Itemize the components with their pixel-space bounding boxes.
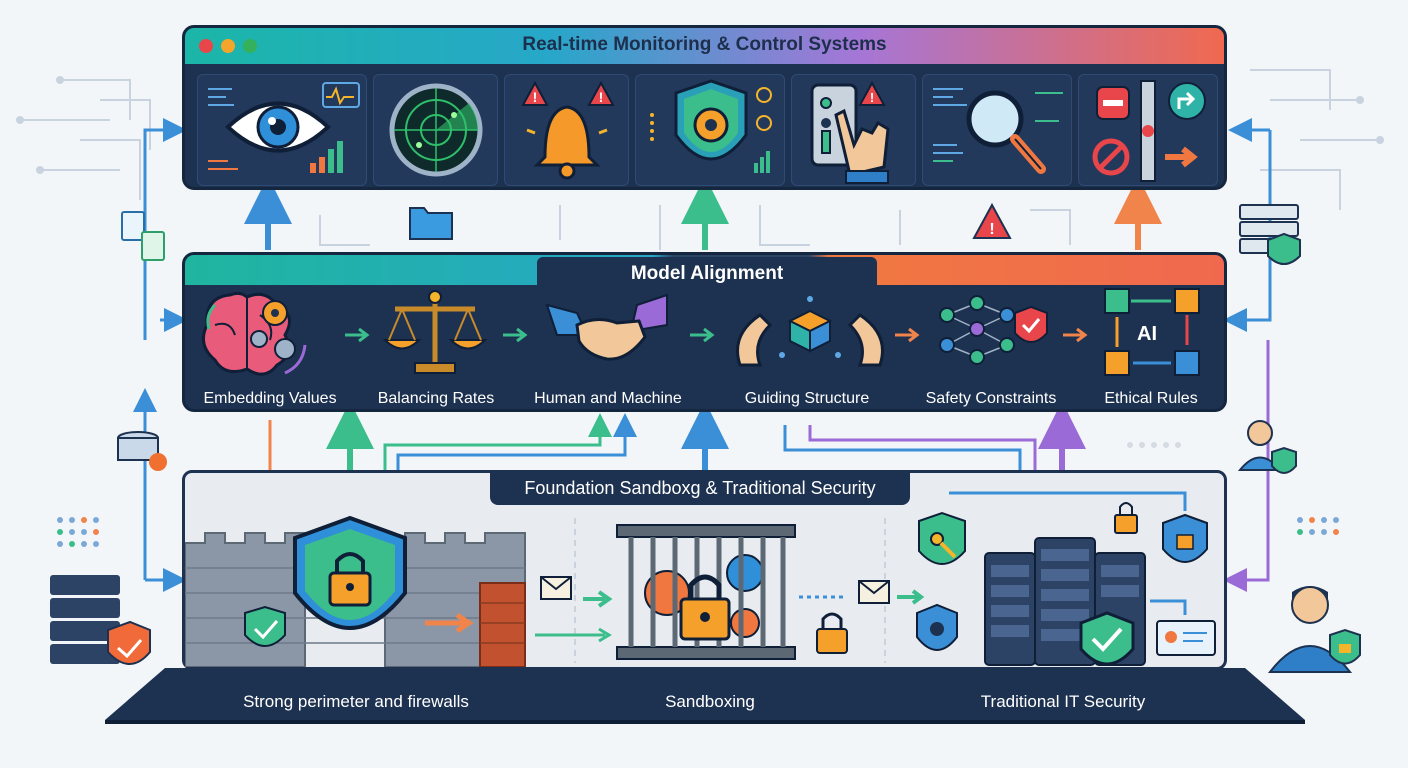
alignment-label-ethical-rules: Ethical Rules [1104, 390, 1198, 407]
tile-shield-gear [635, 74, 785, 186]
server-stack-icon-right [1239, 204, 1301, 265]
alignment-icons-row [201, 288, 1200, 376]
alignment-title: Model Alignment [630, 263, 784, 284]
alignment-label-safety-constraints: Safety Constraints [925, 390, 1057, 407]
cage-lock-icon [616, 524, 796, 660]
scales-icon [382, 290, 488, 374]
castle-wall-shield-icon [185, 515, 526, 667]
handshake-icon [545, 293, 668, 361]
tile-radar [373, 74, 498, 186]
database-icon [117, 431, 167, 471]
label-traditional-it-security: Traditional IT Security [980, 692, 1146, 711]
warning-icon: ! [972, 202, 1012, 239]
alignment-label-human-and-machine: Human and Machine [534, 390, 682, 407]
envelope-icon [535, 576, 613, 643]
alignment-label-guiding-structure: Guiding Structure [744, 390, 870, 407]
alignment-title-tab: Model Alignment [537, 257, 877, 287]
foundation-title: Foundation Sandboxg & Traditional Securi… [524, 478, 876, 498]
radar-icon [389, 83, 483, 177]
foundation-illustration [185, 491, 1216, 667]
foundation-security-panel: Foundation Sandboxg & Traditional Securi… [182, 470, 1227, 670]
window-dot-yellow[interactable] [221, 39, 235, 53]
hand-switch-icon: ! [810, 80, 890, 184]
alignment-label-balancing-rates: Balancing Rates [377, 390, 495, 407]
eye-icon [208, 82, 360, 173]
tile-control-signs [1078, 74, 1218, 186]
tile-hand-switch: ! [791, 74, 916, 186]
alert-bell-icon: ! ! [521, 80, 615, 180]
svg-text:!: ! [989, 221, 994, 238]
tile-eye-monitor [197, 74, 367, 186]
user-shield-icon [1237, 420, 1297, 474]
monitoring-title: Real-time Monitoring & Control Systems [522, 34, 887, 55]
svg-text:!: ! [533, 89, 538, 105]
document-icon [121, 211, 165, 261]
label-strong-perimeter: Strong perimeter and firewalls [243, 692, 469, 711]
monitoring-titlebar: Real-time Monitoring & Control Systems [185, 28, 1224, 64]
ai-flow-icon [1104, 288, 1200, 376]
person-avatar-icon [1267, 586, 1361, 673]
window-dot-green[interactable] [243, 39, 257, 53]
control-signs-icon [1092, 80, 1206, 182]
window-dot-red[interactable] [199, 39, 213, 53]
alignment-label-embedding-values: Embedding Values [203, 390, 337, 407]
magnifier-icon [933, 88, 1063, 174]
foundation-title-pill: Foundation Sandboxg & Traditional Securi… [490, 471, 910, 505]
hands-cube-icon [736, 296, 884, 367]
lock-icon-orange [816, 612, 848, 654]
server-shield-icon-left [50, 575, 151, 665]
platform-base [105, 668, 1305, 724]
envelope-icon-2 [858, 580, 890, 604]
ai-text-label: AI [1137, 323, 1157, 345]
svg-text:!: ! [870, 90, 874, 105]
tile-magnifier [922, 74, 1072, 186]
folder-icon [409, 207, 453, 240]
monitoring-control-panel: Real-time Monitoring & Control Systems [182, 25, 1227, 190]
dot-grid-icon [57, 517, 1339, 547]
model-alignment-panel: Model Alignment [182, 252, 1227, 412]
neural-network-shield-icon [939, 295, 1048, 365]
brain-gears-icon [201, 291, 307, 376]
svg-text:!: ! [599, 89, 604, 105]
server-rack-shield-icon [916, 491, 1216, 666]
tile-alert-bell: ! ! [504, 74, 629, 186]
shield-gear-icon [650, 79, 772, 173]
label-sandboxing: Sandboxing [665, 692, 755, 711]
